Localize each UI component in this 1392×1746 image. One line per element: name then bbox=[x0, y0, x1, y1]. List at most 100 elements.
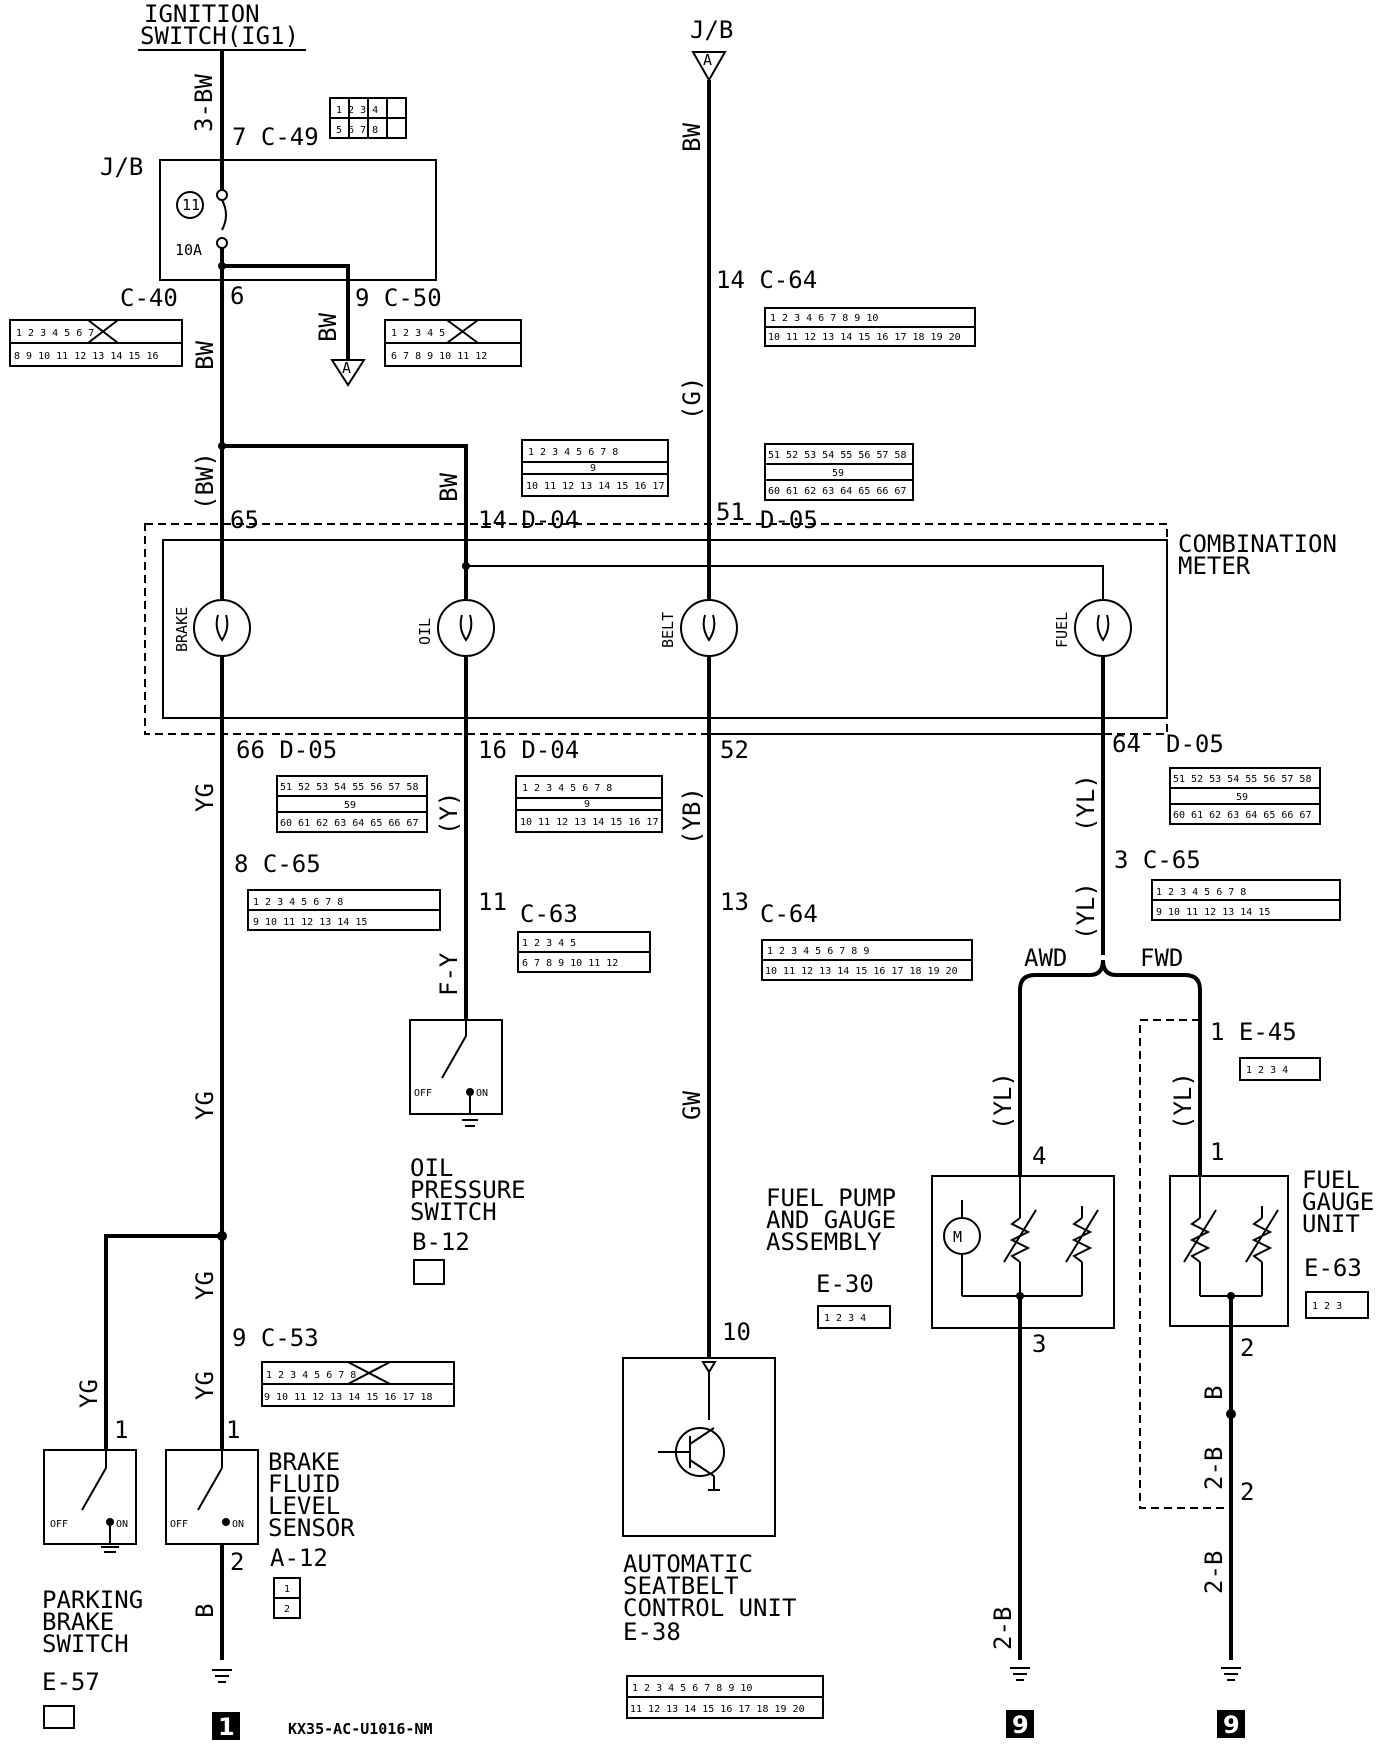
connector-c50: 9 C-50 bbox=[355, 284, 442, 312]
fuel-gauge-label-2: GAUGE bbox=[1302, 1188, 1374, 1216]
wire-label-g: (G) bbox=[678, 377, 706, 420]
brake-off: OFF bbox=[170, 1519, 188, 1530]
connector-c53-icon: 1 2 3 4 5 6 7 8 9 10 11 12 13 14 15 16 1… bbox=[261, 1361, 455, 1407]
combination-label: COMBINATION bbox=[1178, 530, 1337, 558]
svg-text:10 11 12 13 14 15 16 17 18 19: 10 11 12 13 14 15 16 17 18 19 20 bbox=[768, 332, 961, 343]
svg-text:M: M bbox=[953, 1228, 962, 1246]
pin-2-brake: 2 bbox=[230, 1548, 244, 1576]
wire-label-yg1: YG bbox=[191, 783, 219, 812]
jb-top-label: J/B bbox=[690, 16, 733, 44]
fwd-label: FWD bbox=[1140, 944, 1183, 972]
connector-b12: B-12 bbox=[412, 1228, 470, 1256]
ground-9b-number: 9 bbox=[1223, 1711, 1240, 1739]
seatbelt-label-1: AUTOMATIC bbox=[623, 1550, 753, 1578]
connector-e38: E-38 bbox=[623, 1618, 681, 1646]
brake-on: ON bbox=[232, 1519, 244, 1530]
pin-52: 52 bbox=[720, 736, 749, 764]
svg-text:9: 9 bbox=[584, 799, 590, 810]
svg-text:10 11 12 13 14 15 16 17: 10 11 12 13 14 15 16 17 bbox=[526, 481, 664, 492]
pin-2-lower: 2 bbox=[1240, 1478, 1254, 1506]
svg-text:11 12 13 14 15 16 17 18 19 20: 11 12 13 14 15 16 17 18 19 20 bbox=[630, 1704, 805, 1715]
pin-16-d04: 16 D-04 bbox=[478, 736, 579, 764]
svg-text:9 10 11 12 13 14 15: 9 10 11 12 13 14 15 bbox=[1156, 907, 1270, 918]
fuel-gauge-label-3: UNIT bbox=[1302, 1210, 1360, 1238]
seatbelt-label-2: SEATBELT bbox=[623, 1572, 739, 1600]
svg-text:9 10 11 12 13 14 15 16 17 18: 9 10 11 12 13 14 15 16 17 18 bbox=[264, 1392, 433, 1403]
svg-text:1 2 3: 1 2 3 bbox=[1312, 1301, 1342, 1312]
splice-dot-bw bbox=[218, 442, 226, 450]
wire-label-2b2: 2-B bbox=[1200, 1447, 1228, 1490]
oil-switch-label-2: PRESSURE bbox=[410, 1176, 526, 1204]
wire-label-yl1: (YL) bbox=[1072, 774, 1100, 832]
svg-text:2: 2 bbox=[284, 1604, 290, 1615]
connector-e30: E-30 bbox=[816, 1270, 874, 1298]
wire-label-yg2: YG bbox=[191, 1091, 219, 1120]
brake-fluid-label-1: BRAKE bbox=[268, 1448, 340, 1476]
connector-e63-icon: 1 2 3 bbox=[1305, 1291, 1369, 1319]
lamp-fuel-label: FUEL bbox=[1053, 612, 1071, 648]
svg-text:1 2 3 4 5 6 7 8 9: 1 2 3 4 5 6 7 8 9 bbox=[767, 946, 869, 957]
connector-c65-3: 3 C-65 bbox=[1114, 846, 1201, 874]
connector-c65-right-icon: 1 2 3 4 5 6 7 8 9 10 11 12 13 14 15 bbox=[1151, 879, 1341, 921]
wire-label-2b1: 2-B bbox=[989, 1607, 1017, 1650]
svg-text:5 6 7 8: 5 6 7 8 bbox=[336, 125, 378, 136]
lamp-oil bbox=[437, 599, 495, 735]
lamp-brake bbox=[193, 599, 251, 735]
fuel-pump-gauge-assembly: M bbox=[931, 1175, 1115, 1681]
fuse-element bbox=[221, 199, 227, 231]
connector-e57: E-57 bbox=[42, 1668, 100, 1696]
oil-pressure-switch bbox=[409, 1019, 503, 1127]
pin-65: 65 bbox=[230, 506, 259, 534]
ground-9b-box bbox=[1217, 1710, 1245, 1738]
park-on: ON bbox=[116, 1519, 128, 1530]
parking-brake-switch bbox=[43, 1449, 137, 1553]
wire-label-fy: F-Y bbox=[435, 952, 463, 996]
connector-d04-14: 14 D-04 bbox=[478, 506, 579, 534]
diagram-code: KX35-AC-U1016-NM bbox=[288, 1720, 433, 1738]
svg-text:1 2 3 4 5 6 7: 1 2 3 4 5 6 7 bbox=[16, 328, 94, 339]
connector-e63: E-63 bbox=[1304, 1254, 1362, 1282]
junction-block-box bbox=[159, 159, 437, 281]
connector-c40-icon: 1 2 3 4 5 6 7 8 9 10 11 12 13 14 15 16 bbox=[9, 319, 183, 367]
fuel-gauge-unit bbox=[1169, 1175, 1289, 1681]
fuel-gauge-label-1: FUEL bbox=[1302, 1166, 1360, 1194]
lamp-fuel bbox=[1074, 599, 1132, 735]
wire-label-y: (Y) bbox=[435, 792, 463, 835]
pin-2-gauge: 2 bbox=[1240, 1334, 1254, 1362]
svg-text:6 7 8 9 10 11 12: 6 7 8 9 10 11 12 bbox=[391, 351, 487, 362]
pin-10: 10 bbox=[722, 1318, 751, 1346]
connector-c50-icon: 1 2 3 4 5 6 7 8 9 10 11 12 bbox=[384, 319, 522, 367]
connector-c64-top-icon: 1 2 3 4 6 7 8 9 10 10 11 12 13 14 15 16 … bbox=[764, 307, 976, 347]
oil-switch-label-3: SWITCH bbox=[410, 1198, 497, 1226]
connector-a12-icon: 12 bbox=[273, 1577, 301, 1619]
wire-label-yl3: (YL) bbox=[989, 1072, 1017, 1130]
parking-label-3: SWITCH bbox=[42, 1630, 129, 1658]
connector-c64-top: 14 C-64 bbox=[716, 266, 817, 294]
connector-a12: A-12 bbox=[270, 1544, 328, 1572]
connector-e30-icon: 1 2 3 4 bbox=[817, 1305, 891, 1329]
pin-3: 3 bbox=[1032, 1330, 1046, 1358]
jb-left-label: J/B bbox=[100, 153, 143, 181]
connector-d05-right-icon: 51 52 53 54 55 56 57 58 59 60 61 62 63 6… bbox=[1169, 767, 1321, 825]
fuse-amp: 10A bbox=[175, 241, 202, 259]
pin-4: 4 bbox=[1032, 1142, 1046, 1170]
wire-label-bw-paren: (BW) bbox=[191, 452, 219, 510]
svg-text:1: 1 bbox=[284, 1584, 290, 1595]
ignition-label-2: SWITCH(IG1) bbox=[140, 22, 299, 50]
fuse-number: 11 bbox=[182, 196, 200, 214]
wire-label-bw-c50: BW bbox=[314, 313, 342, 342]
connector-e38-icon: 1 2 3 4 5 6 7 8 9 10 11 12 13 14 15 16 1… bbox=[626, 1675, 824, 1719]
wire-label-yg4: YG bbox=[191, 1371, 219, 1400]
svg-text:10 11 12 13 14 15 16 17 18 19: 10 11 12 13 14 15 16 17 18 19 20 bbox=[765, 966, 958, 977]
svg-text:9: 9 bbox=[590, 463, 596, 474]
svg-text:1 2 3 4 5 6 7 8: 1 2 3 4 5 6 7 8 bbox=[1156, 887, 1246, 898]
svg-text:10 11 12 13 14 15 16 17: 10 11 12 13 14 15 16 17 bbox=[520, 817, 658, 828]
fuse-number-circle bbox=[176, 191, 204, 219]
jb-reference-triangle-top bbox=[691, 51, 727, 83]
wire-label-bw-top: BW bbox=[678, 123, 706, 152]
brake-fluid-label-4: SENSOR bbox=[268, 1514, 355, 1542]
connector-c64-mid-icon: 1 2 3 4 5 6 7 8 9 10 11 12 13 14 15 16 1… bbox=[761, 939, 973, 981]
pin-13: 13 bbox=[720, 888, 749, 916]
wire-bw-oil bbox=[222, 444, 468, 540]
